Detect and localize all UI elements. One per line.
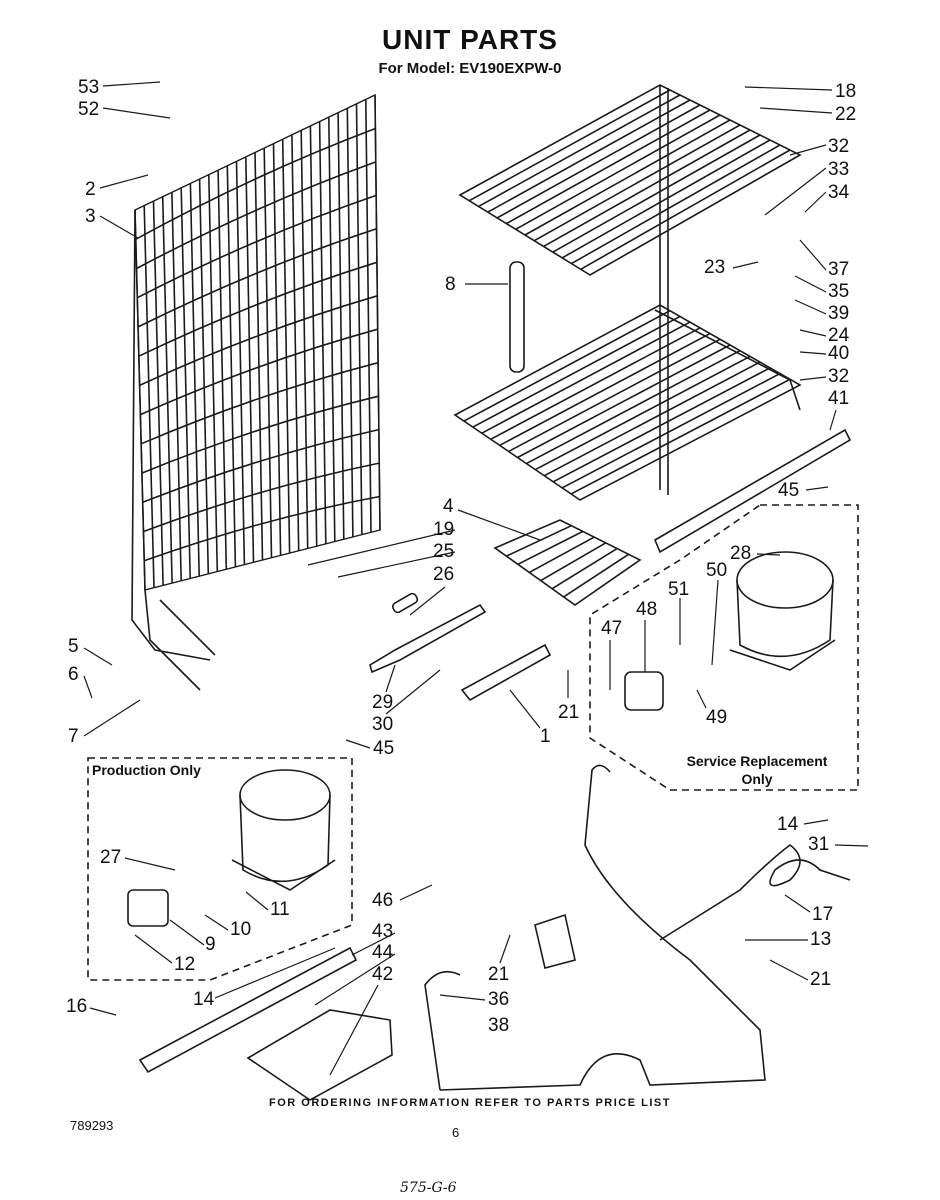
callout-45: 17	[812, 904, 833, 925]
callout-39: 31	[808, 834, 829, 855]
callout-8: 7	[68, 726, 79, 747]
callout-35: 47	[601, 618, 622, 639]
callout-22: 45	[778, 480, 799, 501]
callout-21: 41	[828, 388, 849, 409]
callout-44: 12	[174, 954, 195, 975]
callout-49: 43	[372, 921, 393, 942]
service-label-line1: Service Replacement	[686, 753, 828, 769]
callout-6: 5	[68, 636, 79, 657]
service-label-line2: Only	[741, 771, 773, 787]
callout-26: 26	[433, 564, 454, 585]
callout-9: 18	[835, 81, 856, 102]
evaporator-frame	[654, 85, 801, 495]
callout-7: 6	[68, 664, 79, 685]
callout-17: 39	[828, 303, 849, 324]
callout-34: 48	[636, 599, 657, 620]
callout-53: 14	[193, 989, 215, 1010]
callout-48: 46	[372, 890, 393, 911]
strip-part-41	[653, 428, 852, 554]
tube-part-36	[424, 764, 766, 1091]
callout-51: 42	[372, 964, 393, 985]
callout-41: 11	[270, 899, 290, 920]
tube-part-8	[509, 261, 525, 373]
callout-23: 4	[443, 496, 454, 517]
callout-31: 28	[730, 543, 751, 564]
callout-47: 21	[810, 969, 831, 990]
channel-part-1	[460, 643, 552, 702]
compressor-service	[729, 551, 836, 671]
condenser-tubes	[131, 209, 216, 691]
callout-46: 13	[810, 929, 831, 950]
service-replacement-box	[589, 504, 859, 791]
callout-43: 9	[205, 934, 216, 955]
callout-2: 52	[78, 99, 99, 120]
sleeve-part-26	[391, 592, 419, 614]
callout-5: 8	[445, 274, 456, 295]
handwritten-note: 575-G-6	[400, 1180, 457, 1196]
callout-27: 29	[372, 692, 393, 713]
callout-1: 53	[78, 77, 99, 98]
callout-42: 10	[230, 919, 251, 940]
callout-54: 21	[488, 964, 509, 985]
production-only-box	[87, 757, 353, 981]
callout-12: 33	[828, 159, 849, 180]
callout-25: 25	[433, 541, 454, 562]
callout-56: 38	[488, 1015, 509, 1036]
callout-29: 1	[540, 726, 551, 747]
callout-55: 36	[488, 989, 509, 1010]
callout-50: 44	[372, 942, 394, 963]
callout-4: 3	[85, 206, 96, 227]
small-evaporator-4	[493, 519, 642, 606]
callout-16: 35	[828, 281, 849, 302]
callout-28: 30	[372, 714, 393, 735]
page-number: 6	[452, 1125, 460, 1140]
power-cord-17	[659, 843, 851, 941]
bracket-part-43	[138, 946, 358, 1074]
service-replacement-label: Service Replacement Only	[682, 752, 832, 788]
ordering-footer: FOR ORDERING INFORMATION REFER TO PARTS …	[269, 1097, 671, 1109]
callout-19: 40	[828, 343, 849, 364]
relay-part-48	[624, 671, 664, 711]
lower-evaporator-shelf	[453, 304, 802, 501]
callout-40: 27	[100, 847, 121, 868]
callout-10: 22	[835, 104, 856, 125]
base-pan-42	[246, 1009, 393, 1101]
upper-evaporator-shelf	[458, 84, 802, 276]
terminal-block-38	[534, 913, 576, 969]
callout-3: 2	[85, 179, 96, 200]
condenser-coil	[134, 93, 381, 591]
callout-14: 23	[704, 257, 725, 278]
callout-52: 16	[66, 996, 87, 1017]
callout-36: 49	[706, 707, 727, 728]
callout-24: 19	[433, 519, 454, 540]
document-number: 789293	[70, 1118, 114, 1133]
callout-18: 24	[828, 325, 850, 346]
callout-32: 51	[668, 579, 689, 600]
production-only-label: Production Only	[92, 762, 201, 778]
callout-11: 32	[828, 136, 849, 157]
page-title: UNIT PARTS	[382, 24, 558, 55]
callout-33: 50	[706, 560, 727, 581]
callout-30: 21	[558, 702, 579, 723]
callout-38: 14	[777, 814, 799, 835]
model-subtitle: For Model: EV190EXPW-0	[378, 60, 562, 77]
callout-37: 45	[373, 738, 394, 759]
callout-13: 34	[828, 182, 850, 203]
compressor-production	[231, 769, 336, 891]
relay-part-9	[127, 889, 169, 927]
callout-20: 32	[828, 366, 849, 387]
callout-15: 37	[828, 259, 849, 280]
drier-part-29	[369, 603, 487, 674]
